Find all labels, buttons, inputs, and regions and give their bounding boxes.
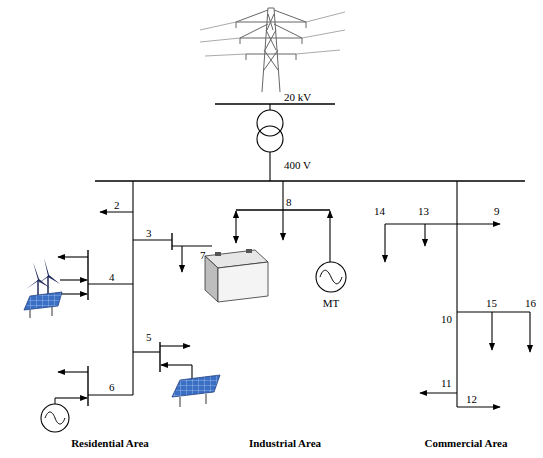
load-arrow (491, 312, 492, 350)
area-label: Commercial Area (425, 438, 508, 449)
pv-lead (191, 365, 192, 380)
bus-number: 16 (525, 298, 536, 309)
branch-line (88, 394, 133, 395)
branch-line (133, 351, 160, 352)
microturbine-symbol (316, 262, 346, 292)
load-arrow (420, 392, 457, 393)
residential-feeder (132, 181, 133, 395)
load-arrow (424, 224, 425, 246)
voltage-label: 20 kV (284, 92, 311, 103)
transformer-winding (257, 110, 283, 136)
hv-lead (269, 104, 270, 110)
load-arrow (58, 256, 88, 257)
bus-number: 8 (286, 197, 292, 208)
bus-number: 12 (466, 394, 477, 405)
load-arrow (181, 246, 182, 272)
lv-bus (95, 180, 525, 181)
bus-number: 11 (441, 378, 452, 389)
pv-panel (24, 292, 62, 318)
transformer-winding (257, 126, 283, 152)
load-arrow (384, 224, 385, 262)
bus-number: 3 (146, 228, 152, 239)
pv-infeed-arrow (60, 293, 87, 294)
bus-number: 10 (441, 314, 452, 325)
load-arrow (100, 211, 133, 212)
generator-symbol (41, 398, 69, 432)
device-label: MT (323, 298, 340, 309)
load-arrow (457, 406, 500, 407)
bus-number: 13 (418, 206, 429, 217)
hv-bus (215, 103, 335, 104)
branch-line (457, 311, 530, 312)
battery-symbol (205, 249, 268, 302)
bus-number: 4 (109, 272, 115, 283)
load-arrow (385, 223, 500, 224)
transmission-tower (200, 8, 345, 92)
storage-arrow (235, 211, 236, 243)
load-arrow (58, 371, 88, 372)
bus-number: 6 (109, 382, 115, 393)
bus-number: 14 (374, 206, 385, 217)
mt-infeed-arrow (329, 211, 330, 262)
branch-line (88, 283, 133, 284)
bus-number: 15 (486, 298, 497, 309)
bus-number: 5 (146, 332, 152, 343)
pv-infeed-arrow (161, 364, 192, 365)
voltage-label: 400 V (284, 160, 311, 171)
area-label: Industrial Area (249, 438, 321, 449)
bus-bar (171, 233, 172, 250)
bus-number: 9 (494, 206, 500, 217)
load-arrow (160, 345, 190, 346)
wind-infeed-arrow (60, 279, 87, 280)
area-label: Residential Area (71, 438, 149, 449)
lv-lead (269, 152, 270, 181)
branch-line (172, 245, 212, 246)
gen-infeed-arrow (55, 397, 87, 398)
pv-panel (172, 375, 220, 407)
bus-number: 2 (114, 200, 120, 211)
industrial-feeder (282, 181, 283, 210)
load-arrow (282, 210, 283, 240)
commercial-feeder (456, 181, 457, 407)
bus-number: 7 (200, 250, 206, 261)
load-arrow (529, 312, 530, 352)
branch-line (133, 239, 172, 240)
